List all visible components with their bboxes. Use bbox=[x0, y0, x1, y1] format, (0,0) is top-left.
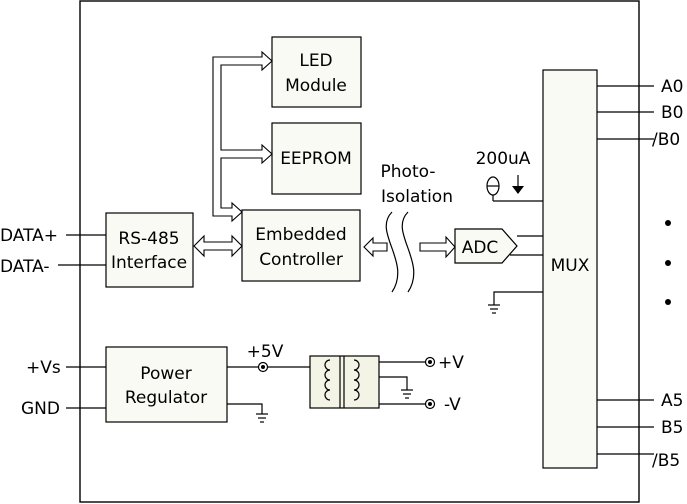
embedded-controller-box bbox=[241, 209, 361, 282]
led-module-label-1: LED bbox=[299, 51, 332, 71]
isolation-wave-left bbox=[385, 211, 399, 293]
eeprom-label: EEPROM bbox=[280, 149, 352, 169]
right-pins: A0 B0 /B0 A5 B5 /B5 bbox=[597, 77, 683, 471]
isolation-wave-right bbox=[401, 211, 415, 293]
photo-isolation-label-1: Photo- bbox=[381, 162, 436, 182]
embedded-controller-label-1: Embedded bbox=[255, 225, 346, 245]
rs485-box bbox=[105, 212, 194, 288]
ellipsis-dot bbox=[665, 299, 671, 305]
secondary-coil-icon bbox=[353, 359, 360, 401]
rs485-block: RS-485 Interface bbox=[105, 212, 194, 288]
nb5-label: /B5 bbox=[652, 451, 680, 471]
embedded-controller-label-2: Controller bbox=[259, 250, 343, 270]
ellipsis-dot bbox=[665, 260, 671, 266]
photo-isolation-label-2: Isolation bbox=[381, 187, 453, 207]
minus-v-label: -V bbox=[444, 395, 461, 415]
embedded-controller-block: Embedded Controller bbox=[241, 209, 361, 282]
down-arrow-icon bbox=[512, 186, 524, 194]
plus5v-label: +5V bbox=[247, 342, 284, 362]
data-plus-label: DATA+ bbox=[0, 226, 58, 246]
eeprom-box bbox=[271, 122, 362, 195]
led-module-block: LED Module bbox=[271, 36, 362, 108]
rs485-label-1: RS-485 bbox=[118, 229, 179, 249]
gnd-label: GND bbox=[21, 399, 60, 419]
mux-label: MUX bbox=[551, 256, 590, 276]
b0-label: B0 bbox=[661, 103, 683, 123]
rs485-label-2: Interface bbox=[111, 253, 187, 273]
adc-shape bbox=[454, 228, 518, 264]
adc-label: ADC bbox=[462, 238, 499, 258]
power-regulator-label-2: Regulator bbox=[125, 388, 207, 408]
current-source-label: 200uA bbox=[476, 149, 531, 169]
data-minus-label: DATA- bbox=[0, 257, 50, 277]
photo-isolation-barrier bbox=[385, 211, 415, 293]
a5-label: A5 bbox=[661, 391, 683, 411]
primary-coil-icon bbox=[324, 359, 331, 401]
ground-symbol-adc bbox=[488, 291, 543, 314]
current-source: 200uA bbox=[476, 149, 543, 202]
mux-block: MUX bbox=[542, 69, 598, 469]
led-module-label-2: Module bbox=[285, 76, 347, 96]
vs-label: +Vs bbox=[26, 358, 61, 378]
ellipsis-dot bbox=[665, 220, 671, 226]
power-regulator-block: Power Regulator bbox=[105, 346, 228, 423]
left-pins: DATA+ DATA- +Vs GND bbox=[0, 226, 106, 419]
nb0-label: /B0 bbox=[652, 130, 680, 150]
isolation-adc-double-arrow bbox=[419, 235, 456, 259]
power-regulator-box bbox=[105, 346, 228, 423]
plus-v-label: +V bbox=[438, 353, 464, 373]
controller-bus bbox=[212, 50, 273, 223]
power-output-section: +5V +V -V bbox=[227, 342, 464, 423]
b5-label: B5 bbox=[661, 418, 683, 438]
controller-isolation-double-arrow bbox=[363, 236, 388, 258]
eeprom-block: EEPROM bbox=[271, 122, 362, 195]
power-regulator-label-1: Power bbox=[140, 364, 191, 384]
adc-block: ADC bbox=[454, 228, 518, 264]
led-module-box bbox=[271, 36, 362, 108]
a0-label: A0 bbox=[661, 77, 683, 97]
mux-box bbox=[542, 69, 598, 469]
rs485-controller-double-arrow bbox=[193, 234, 243, 258]
